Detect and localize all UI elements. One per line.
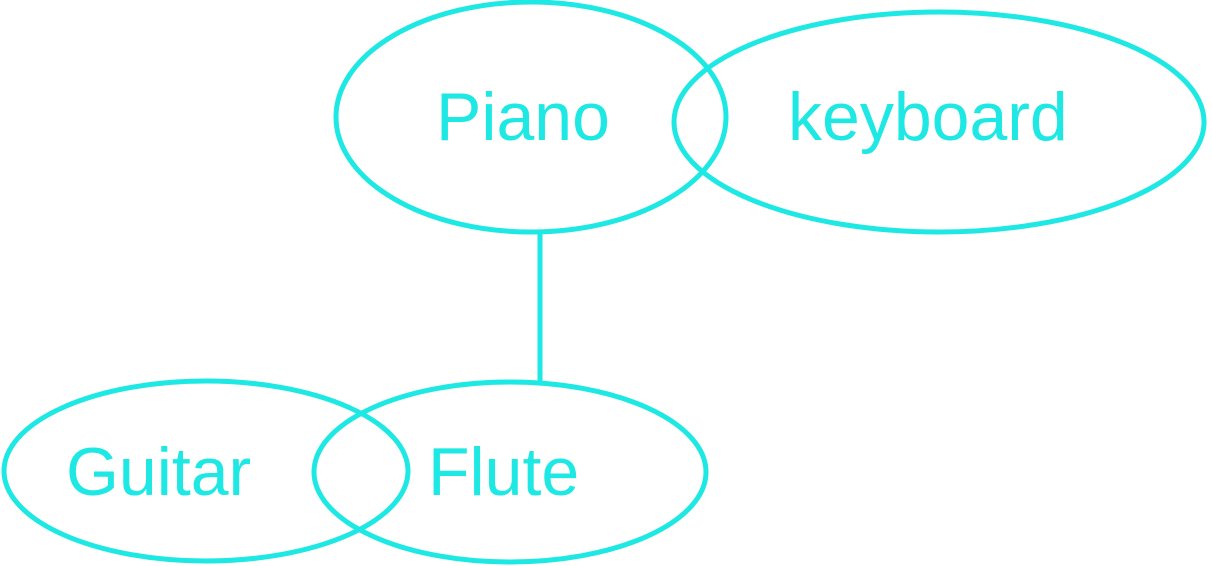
node-guitar[interactable]: Guitar bbox=[1, 378, 411, 564]
node-piano-ellipse bbox=[333, 0, 729, 235]
node-keyboard[interactable]: keyboard bbox=[671, 9, 1207, 235]
node-flute[interactable]: Flute bbox=[311, 379, 709, 565]
node-piano-label: Piano bbox=[436, 79, 610, 155]
node-keyboard-label: keyboard bbox=[788, 79, 1068, 155]
node-guitar-ellipse bbox=[1, 378, 411, 564]
node-flute-ellipse bbox=[311, 379, 709, 565]
node-flute-label: Flute bbox=[428, 434, 579, 510]
node-keyboard-ellipse bbox=[671, 9, 1207, 235]
node-guitar-label: Guitar bbox=[66, 434, 251, 510]
node-piano[interactable]: Piano bbox=[333, 0, 729, 235]
